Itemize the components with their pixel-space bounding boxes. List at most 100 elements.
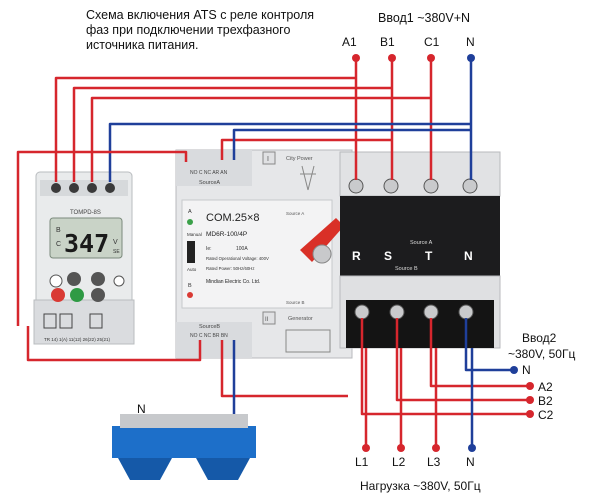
load-label-l3: L3 <box>427 455 441 469</box>
bus-bar-foot <box>196 458 250 480</box>
relay-button-green[interactable] <box>70 288 84 302</box>
ats-generator-label: Generator <box>288 316 313 322</box>
bus-bar-base <box>112 426 256 458</box>
relay-lcd-letter-v: V <box>113 239 118 246</box>
ats-phase-letter-r: R <box>352 249 361 263</box>
caption-line-2: фаз при подключении трехфазного <box>86 23 291 37</box>
ats-top-contacts-label: NO C NC AR AN <box>190 170 228 176</box>
terminal-n2 <box>510 366 518 374</box>
ats-power-bottom-black <box>346 300 494 348</box>
relay-terminal-screw <box>51 183 61 193</box>
terminal-l2 <box>397 444 405 452</box>
wire-ats-control-an <box>232 128 471 160</box>
caption-line-3: источника питания. <box>86 38 199 52</box>
relay-terminal-screw <box>105 183 115 193</box>
wire-relay-n1 <box>108 122 471 182</box>
ats-handle-pivot <box>312 244 332 264</box>
terminal-a2 <box>526 382 534 390</box>
caption-line-1: Схема включения ATS с реле контроля <box>86 8 315 22</box>
ats-inner-source-b: Source B <box>395 266 418 272</box>
ats-bottom-screw <box>458 304 474 320</box>
wire-c2 <box>360 318 530 416</box>
input2-label-a2: A2 <box>538 380 553 394</box>
relay-top-terminal-strip <box>40 180 128 196</box>
terminal-dots <box>352 54 534 452</box>
ats-rating-current: 100A <box>236 246 248 252</box>
relay-ce-mark-icon <box>49 274 63 288</box>
load-label-l2: L2 <box>392 455 406 469</box>
relay-terminal-screw <box>87 183 97 193</box>
ats-bottom-screw <box>389 304 405 320</box>
ats-switch: NO C NC AR AN SourceA SourceB NO C NC BR… <box>175 149 353 359</box>
relay-contact-symbol <box>59 313 73 329</box>
ats-rated-voltage: Rated Operational Voltage: 400V <box>206 256 269 261</box>
ats-power-black-block <box>340 196 500 276</box>
ats-mode-selector[interactable] <box>187 241 195 263</box>
ats-bottom-terminal-block <box>176 322 252 358</box>
wire-relay-a1 <box>54 76 356 182</box>
relay-contact-symbol <box>89 313 103 329</box>
wire-relay-out-1 <box>16 150 188 326</box>
relay-button-red[interactable] <box>51 288 65 302</box>
wire-relay-out-2 <box>26 326 202 362</box>
terminal-b1 <box>388 54 396 62</box>
wire-relay-b1 <box>72 86 392 182</box>
ats-top-terminal-block <box>176 150 252 186</box>
ats-auto-label: Auto <box>187 267 197 272</box>
ats-source-b-tag: Source B <box>286 300 305 305</box>
ats-indicator-b <box>187 292 193 298</box>
ats-panel-a-label: A <box>188 209 192 215</box>
ats-bottom-contacts-label: NO C NC BR BN <box>190 333 228 339</box>
terminal-b2 <box>526 396 534 404</box>
terminal-a1 <box>352 54 360 62</box>
ats-phase-letter-t: T <box>425 249 433 263</box>
input2-title-line2: ~380V, 50Гц <box>508 347 575 361</box>
wire-ats-control-b <box>220 340 348 398</box>
wire-n2 <box>464 318 514 372</box>
relay-model-label: TOMPD-8S <box>70 210 101 216</box>
load-label-n: N <box>466 455 475 469</box>
ats-rated-power: Rated Power: 50Hz/60Hz <box>206 266 254 271</box>
relay-button-plus[interactable] <box>67 272 81 286</box>
input2-title-line1: Ввод2 <box>522 331 557 345</box>
relay-lcd-value: 347 <box>64 229 109 258</box>
ats-indicator-a <box>187 219 193 225</box>
ats-city-power-label: City Power <box>286 156 313 162</box>
wire-ats-control-a <box>220 138 392 160</box>
relay-button-gray[interactable] <box>91 288 105 302</box>
wire-b2 <box>395 318 530 402</box>
power-tower-icon <box>300 165 316 191</box>
ats-power-section: Source A Source B R S T N <box>339 151 501 349</box>
wires <box>16 60 530 446</box>
relay-button-rs[interactable] <box>113 275 125 287</box>
load-title: Нагрузка ~380V, 50Гц <box>360 479 481 493</box>
ats-bottom-screw <box>354 304 370 320</box>
phase-relay: TOMPD-8S B C 347 V SE TR 14) 1(A) 11(12)… <box>33 171 135 345</box>
ats-top-screw <box>423 178 439 194</box>
ats-top-screw <box>462 178 478 194</box>
terminal-c1 <box>427 54 435 62</box>
relay-lcd-letter-c: C <box>56 241 61 248</box>
input1-label-n: N <box>466 35 475 49</box>
ats-manufacturer: Mindian Electric Co. Ltd. <box>206 279 260 285</box>
ats-mark-ii-text: II <box>265 317 269 323</box>
relay-button-minus[interactable] <box>91 272 105 286</box>
ats-model-small: MD6R-100/4P <box>206 231 247 238</box>
bus-bar-label-n: N <box>137 402 146 416</box>
input2-label-c2: C2 <box>538 408 554 422</box>
bus-bar-terminal-strip <box>120 414 248 428</box>
ats-switch-handle[interactable] <box>300 218 344 262</box>
relay-bottom-terminal-labels: TR 14) 1(A) 11(12) 26(22) 25(21) <box>44 337 110 342</box>
bus-bar-foot <box>118 458 172 480</box>
relay-lcd <box>49 217 123 259</box>
wire-relay-c1 <box>90 96 431 182</box>
ats-mark-ii <box>262 311 276 325</box>
ats-top-screw <box>348 178 364 194</box>
ats-source-b-title: SourceB <box>199 324 220 330</box>
ats-mark-i <box>262 151 276 165</box>
input1-title: Ввод1 ~380V+N <box>378 11 470 25</box>
neutral-bus-bar <box>112 414 256 480</box>
ats-source-a-title: SourceA <box>199 180 220 186</box>
input1-label-c1: C1 <box>424 35 440 49</box>
